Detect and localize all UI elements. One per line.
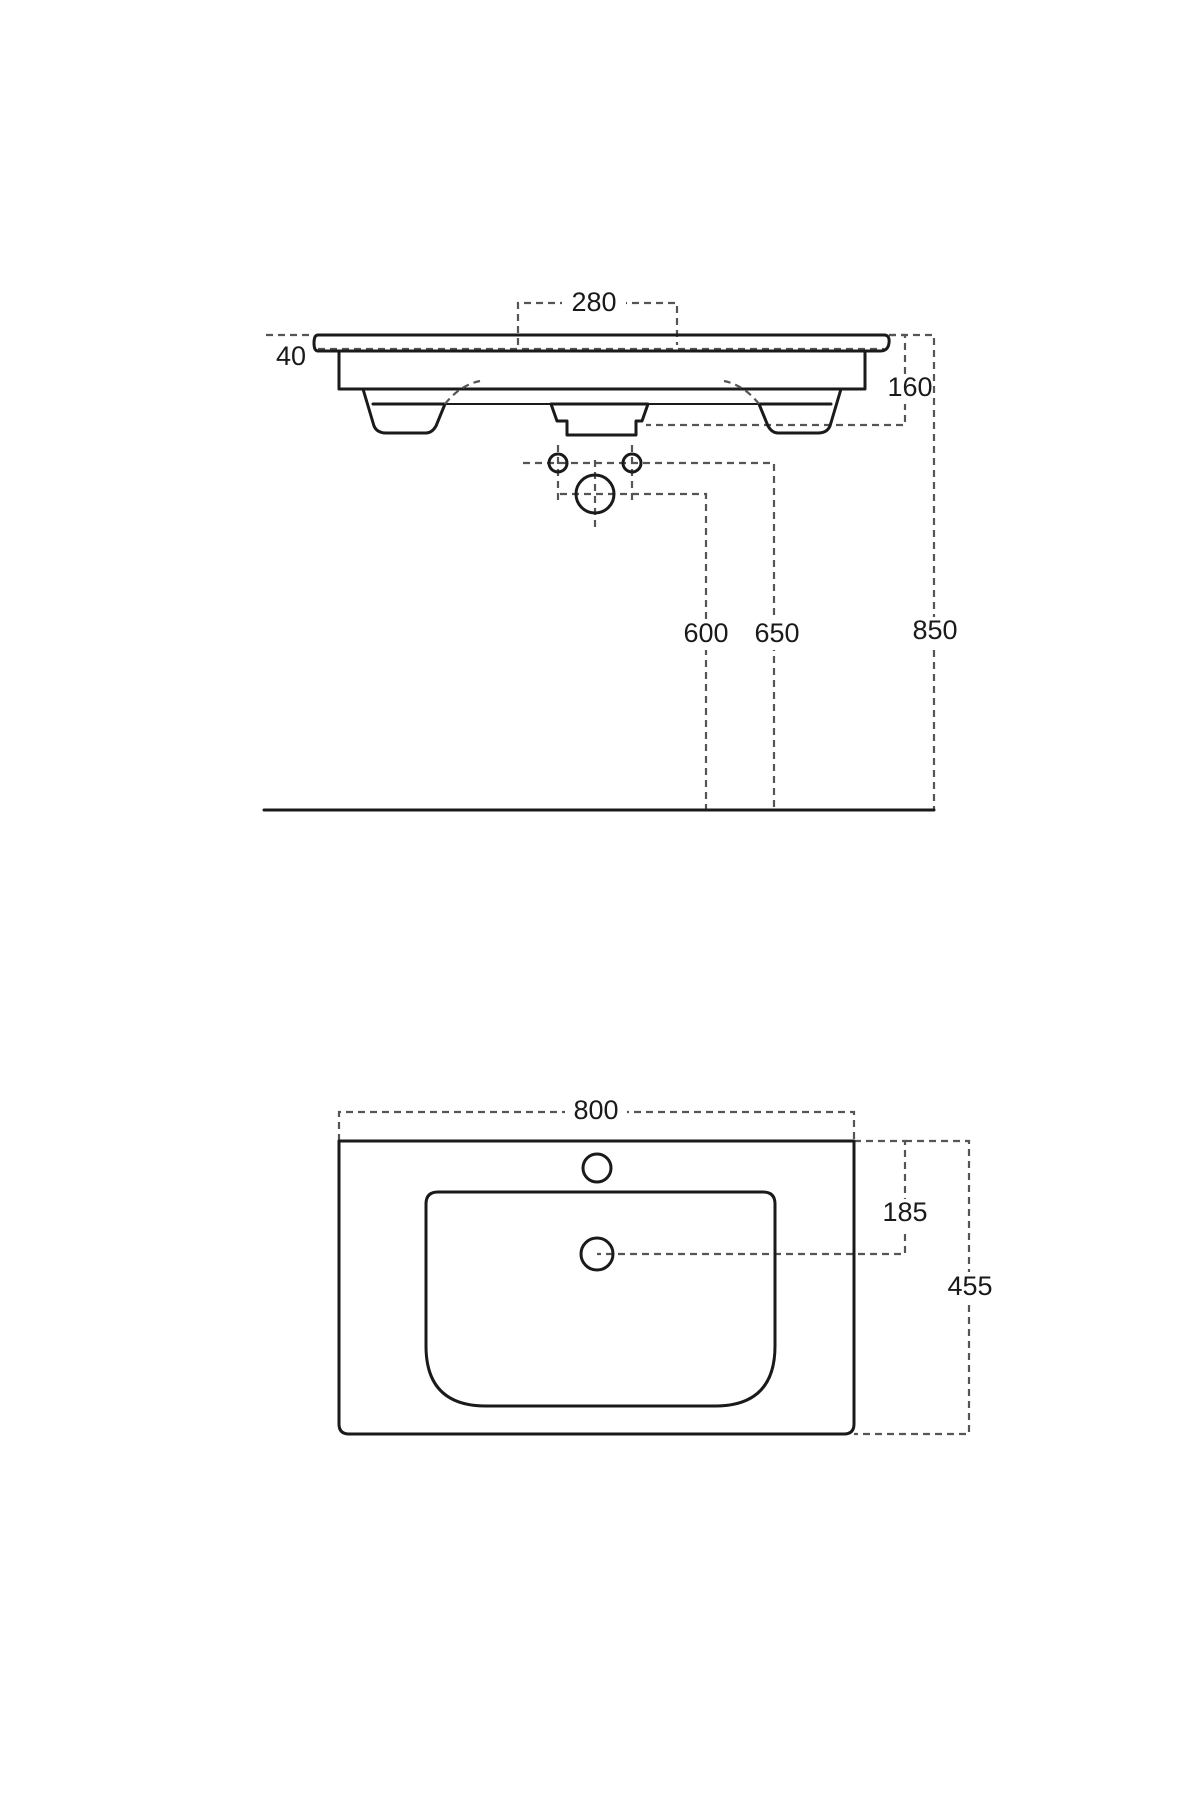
drain-offset-label: 185 bbox=[882, 1197, 927, 1227]
drain-hole-icon bbox=[579, 1236, 615, 1272]
waste-height-dimension-line bbox=[560, 492, 708, 810]
top-view: 800 185 455 bbox=[337, 1095, 998, 1436]
left-bowl-foot bbox=[361, 387, 447, 435]
rim-thickness-label: 40 bbox=[276, 341, 306, 371]
rim-height-dimension-line bbox=[889, 333, 936, 810]
width-dimension-line bbox=[337, 1110, 856, 1141]
hot-supply-icon bbox=[547, 452, 569, 474]
drain-outlet bbox=[549, 402, 650, 437]
rim-height-label: 850 bbox=[912, 615, 957, 645]
sink-body-profile bbox=[337, 349, 867, 391]
supply-height-label: 650 bbox=[754, 618, 799, 648]
basin-depth-label: 160 bbox=[887, 372, 932, 402]
cold-supply-icon bbox=[621, 452, 643, 474]
drain-offset-dimension-line bbox=[597, 1139, 907, 1256]
depth-label: 455 bbox=[947, 1271, 992, 1301]
sink-outline bbox=[337, 1139, 856, 1436]
waste-height-label: 600 bbox=[683, 618, 728, 648]
right-bowl-foot bbox=[757, 387, 843, 435]
basin-hidden-curve bbox=[444, 379, 760, 405]
tap-hole-icon bbox=[581, 1152, 613, 1184]
centerline-vertical bbox=[556, 445, 634, 532]
basin-outline bbox=[424, 1190, 777, 1408]
sink-rim-profile bbox=[312, 333, 891, 353]
side-view: 280 40 160 850 600 650 bbox=[262, 287, 962, 812]
width-label: 800 bbox=[573, 1095, 618, 1125]
waste-pipe-icon bbox=[574, 473, 616, 515]
tap-spacing-label: 280 bbox=[571, 287, 616, 317]
supply-height-dimension-line bbox=[523, 461, 776, 810]
